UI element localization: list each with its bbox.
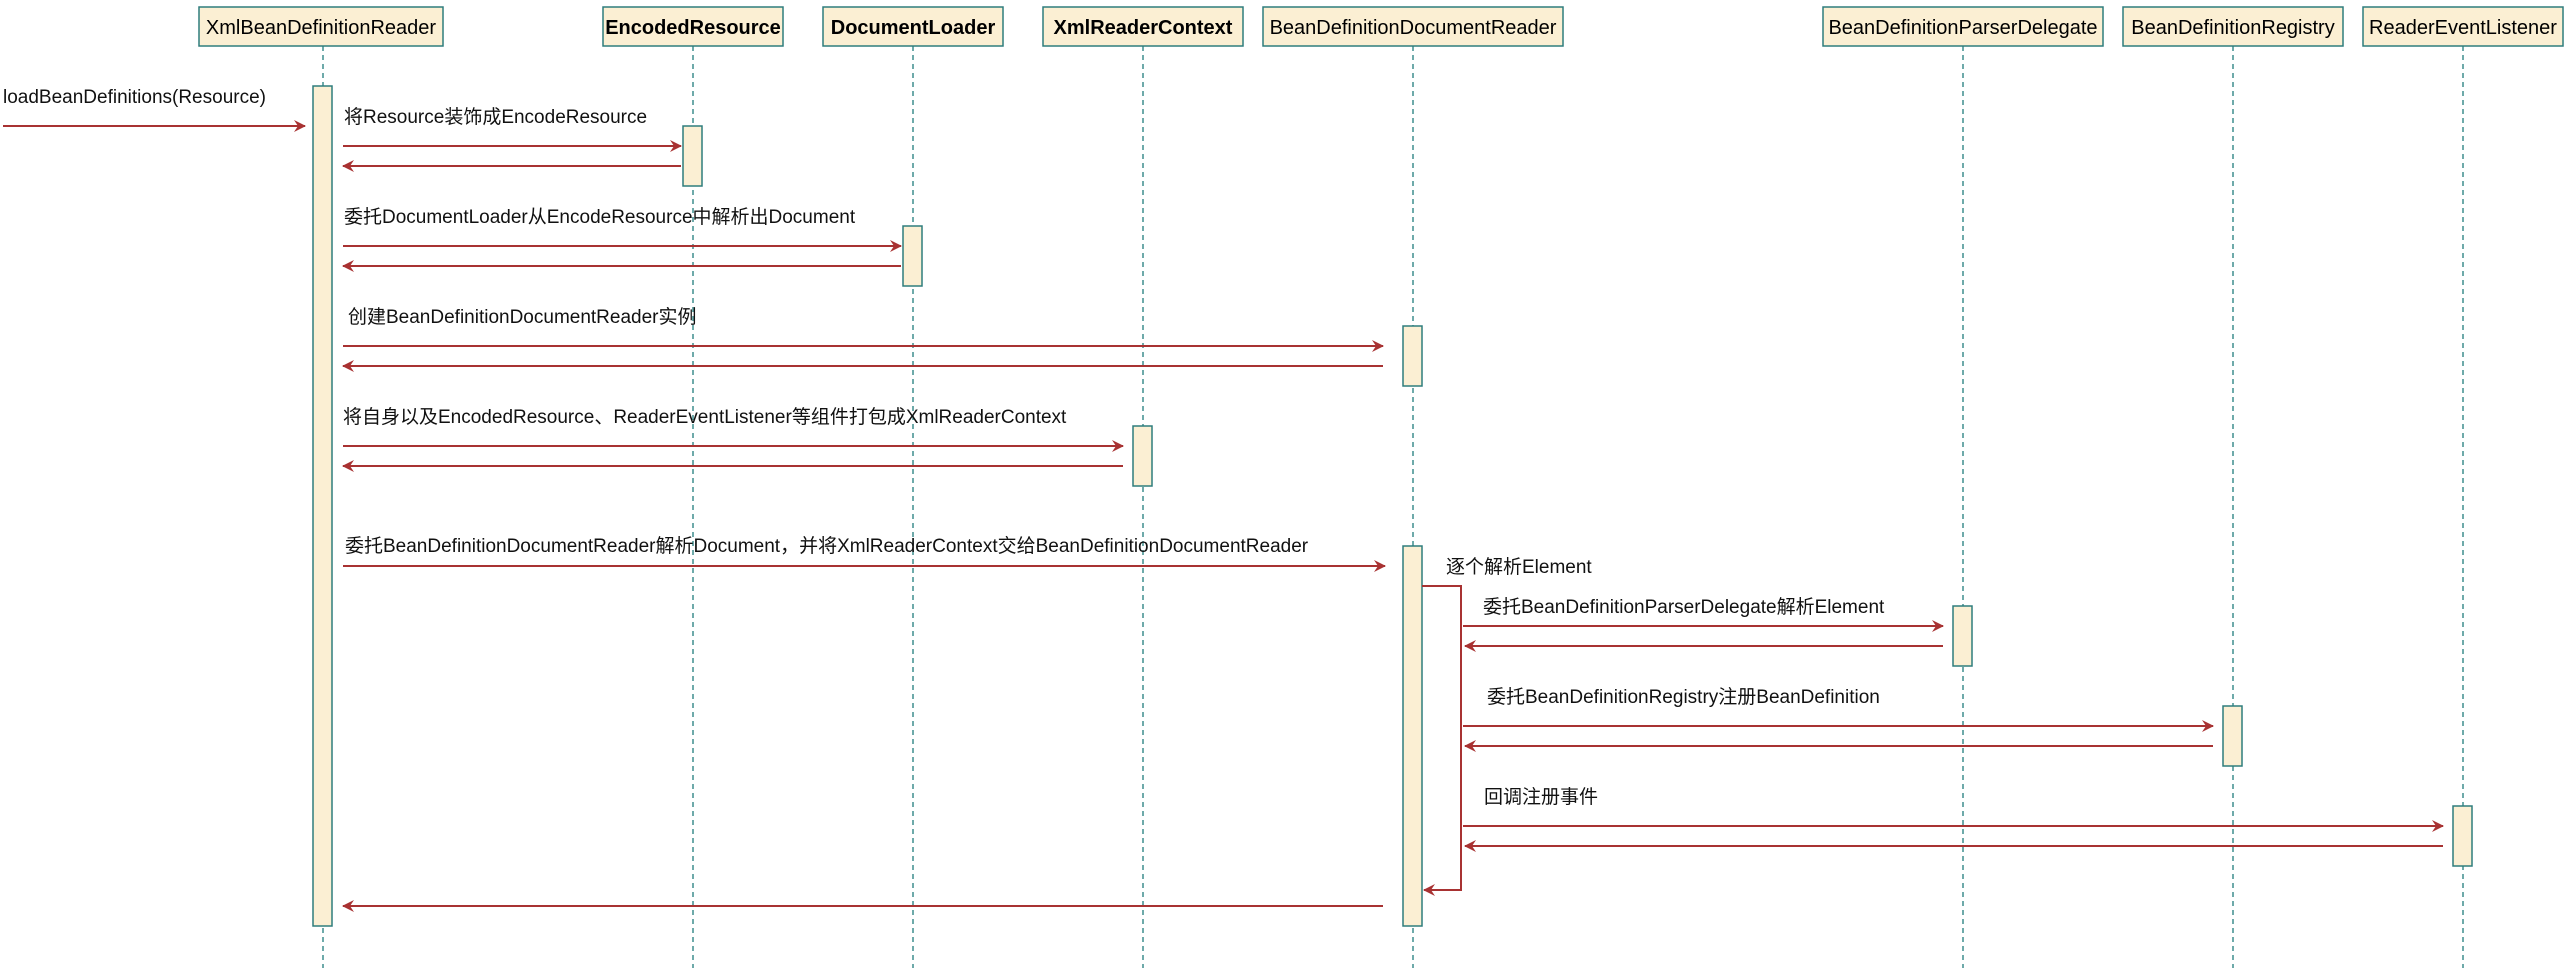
svg-text:XmlBeanDefinitionReader: XmlBeanDefinitionReader (206, 17, 436, 39)
message-labels: loadBeanDefinitions(Resource) 将Resource装… (3, 87, 1885, 808)
participant-xml-reader-context: XmlReaderContext (1042, 6, 1244, 47)
svg-text:BeanDefinitionDocumentReader: BeanDefinitionDocumentReader (1270, 17, 1557, 39)
message-label-load-bean-definitions: loadBeanDefinitions(Resource) (3, 87, 266, 108)
lifelines (322, 46, 2464, 968)
activation-bars (312, 85, 2473, 927)
message-label-callback-event: 回调注册事件 (1484, 786, 1598, 808)
activation-bean-definition-document-reader-1 (1402, 325, 1423, 387)
svg-text:EncodedResource: EncodedResource (605, 17, 781, 39)
activation-reader-event-listener (2452, 805, 2473, 867)
svg-text:XmlReaderContext: XmlReaderContext (1054, 17, 1233, 39)
activation-bean-definition-document-reader-2 (1402, 545, 1423, 927)
activation-bean-definition-registry (2222, 705, 2243, 767)
svg-text:ReaderEventListener: ReaderEventListener (2369, 17, 2557, 39)
activation-bean-definition-parser-delegate (1952, 605, 1973, 667)
arrow-self-parse-element (1422, 585, 1462, 896)
svg-text:DocumentLoader: DocumentLoader (831, 17, 996, 39)
activation-document-loader (902, 225, 923, 287)
message-label-create-reader: 创建BeanDefinitionDocumentReader实例 (348, 306, 697, 328)
message-arrows (3, 120, 2444, 912)
participant-document-loader: DocumentLoader (822, 6, 1004, 47)
message-label-load-document: 委托DocumentLoader从EncodeResource中解析出Docum… (344, 206, 856, 228)
message-label-decorate-resource: 将Resource装饰成EncodeResource (344, 106, 647, 128)
svg-text:BeanDefinitionParserDelegate: BeanDefinitionParserDelegate (1828, 17, 2097, 39)
activation-xml-reader-context (1132, 425, 1153, 487)
participant-bean-definition-registry: BeanDefinitionRegistry (2122, 6, 2344, 47)
activation-xml-bean-definition-reader (312, 85, 333, 927)
participant-bean-definition-document-reader: BeanDefinitionDocumentReader (1262, 6, 1564, 47)
message-label-delegate-parse: 委托BeanDefinitionDocumentReader解析Document… (345, 535, 1309, 557)
message-label-registry: 委托BeanDefinitionRegistry注册BeanDefinition (1487, 686, 1880, 708)
participant-xml-bean-definition-reader: XmlBeanDefinitionReader (198, 6, 444, 47)
participant-encoded-resource: EncodedResource (602, 6, 784, 47)
activation-encoded-resource (682, 125, 703, 187)
participant-bean-definition-parser-delegate: BeanDefinitionParserDelegate (1822, 6, 2104, 47)
participant-reader-event-listener: ReaderEventListener (2362, 6, 2564, 47)
participants: XmlBeanDefinitionReader EncodedResource … (198, 6, 2564, 47)
message-label-parser-delegate: 委托BeanDefinitionParserDelegate解析Element (1483, 596, 1885, 618)
message-label-parse-each-element: 逐个解析Element (1446, 556, 1592, 578)
svg-text:BeanDefinitionRegistry: BeanDefinitionRegistry (2131, 17, 2334, 39)
message-label-pack-context: 将自身以及EncodedResource、ReaderEventListener… (343, 406, 1067, 428)
